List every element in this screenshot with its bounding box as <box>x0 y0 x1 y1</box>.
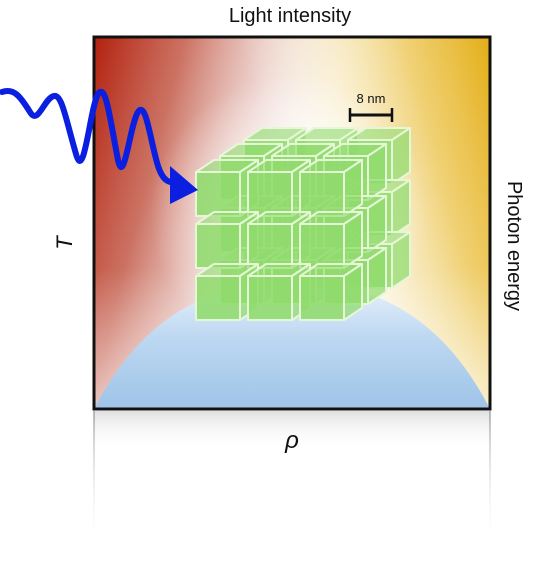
nanocrystal-cube-icon <box>247 211 311 269</box>
top-axis-label: Light intensity <box>229 5 351 27</box>
left-axis-label-temperature: T <box>52 235 77 250</box>
bottom-axis-label-density: ρ <box>284 427 299 454</box>
diagram-frame <box>92 35 492 411</box>
nanocrystal-cube-icon <box>299 159 363 217</box>
nanocrystal-superlattice <box>195 127 411 321</box>
scale-bar-label: 8 nm <box>357 91 386 106</box>
photon-wave-arrow-icon <box>0 88 198 204</box>
scale-bar-icon <box>348 108 394 122</box>
blue-dome-region <box>94 282 490 409</box>
floor-reflection <box>93 411 491 551</box>
nanocrystal-cube-icon <box>299 211 363 269</box>
right-axis-label: Photon energy <box>503 181 525 311</box>
nanocrystal-cube-icon <box>299 263 363 321</box>
